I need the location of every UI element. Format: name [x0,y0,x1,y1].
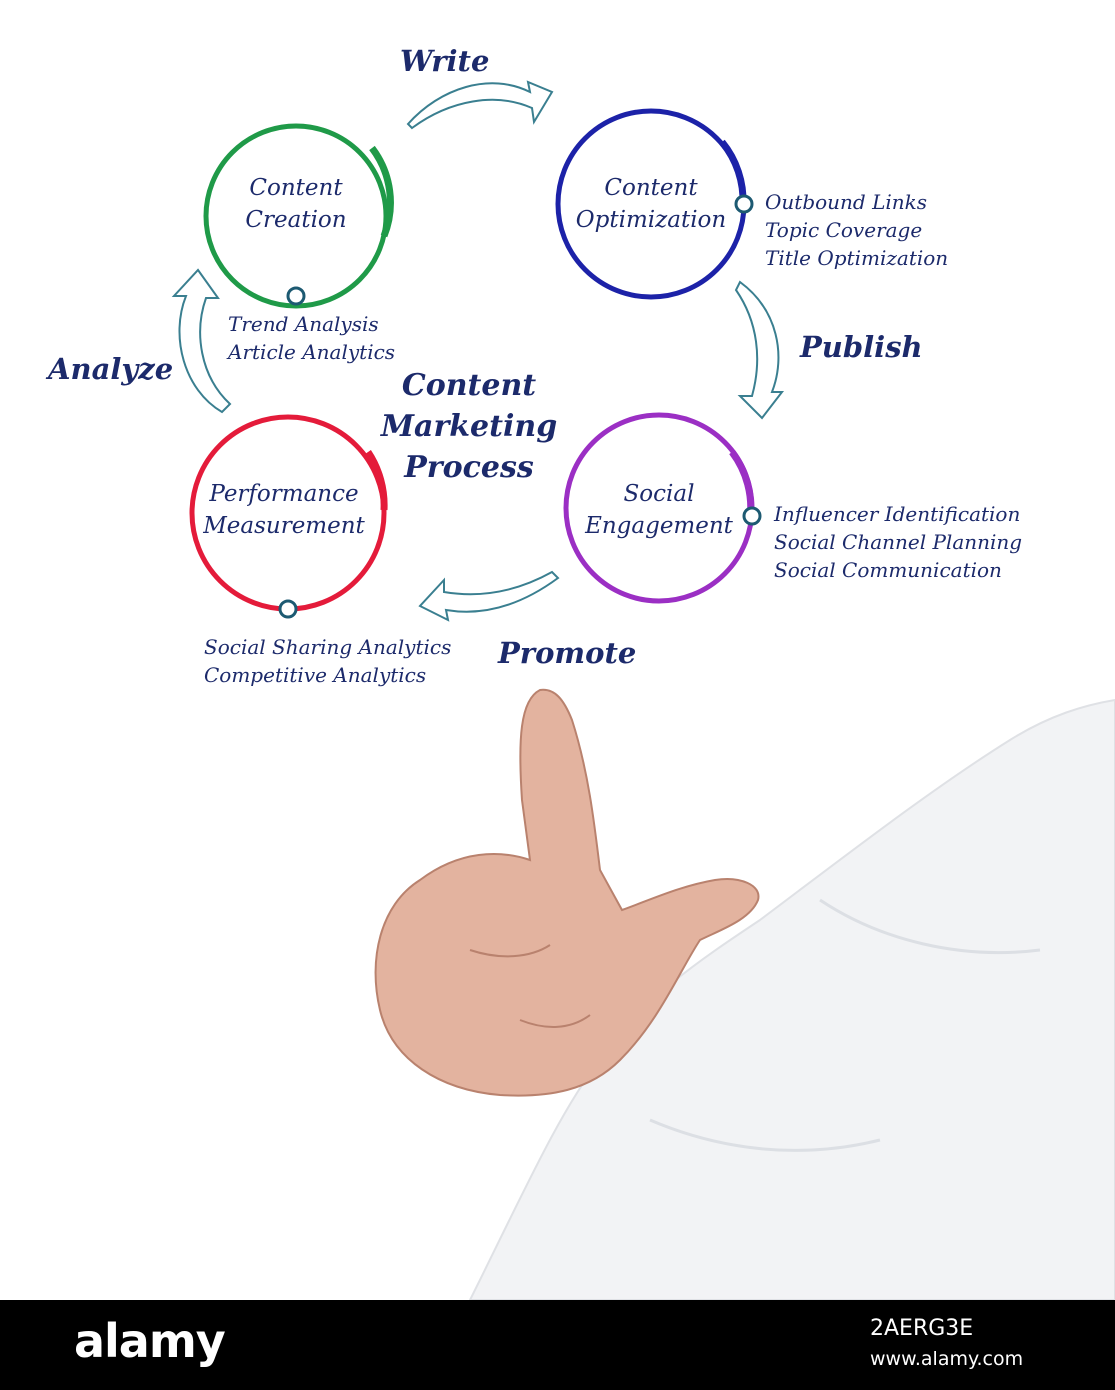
promote-arrow [418,570,560,622]
stage-circle-creation [203,123,394,309]
stage-marker-optimization [734,194,754,214]
transition-promote: Promote [498,636,637,670]
pointing-hand-image [374,688,1115,1300]
stage-marker-measurement [278,599,298,619]
stage-circle-engagement [563,412,762,604]
site-url: www.alamy.com [870,1348,1024,1370]
write-arrow [406,80,554,130]
stage-circle-measurement [189,414,388,619]
transition-analyze: Analyze [48,352,174,386]
stage-marker-engagement [742,506,762,526]
footer-bar: alamy 2AERG3E www.alamy.com [0,1300,1115,1390]
image-id: 2AERG3E [870,1316,974,1341]
diagram-graphics [171,80,785,622]
transition-write: Write [400,44,490,78]
transition-publish: Publish [800,330,923,364]
hand [374,688,760,1097]
publish-arrow [734,280,785,420]
shirt-sleeve [468,698,1115,1300]
analyze-arrow [171,268,232,414]
alamy-logo: alamy [74,1314,226,1368]
stage-circle-optimization [555,108,754,300]
stage-marker-creation [286,286,306,306]
